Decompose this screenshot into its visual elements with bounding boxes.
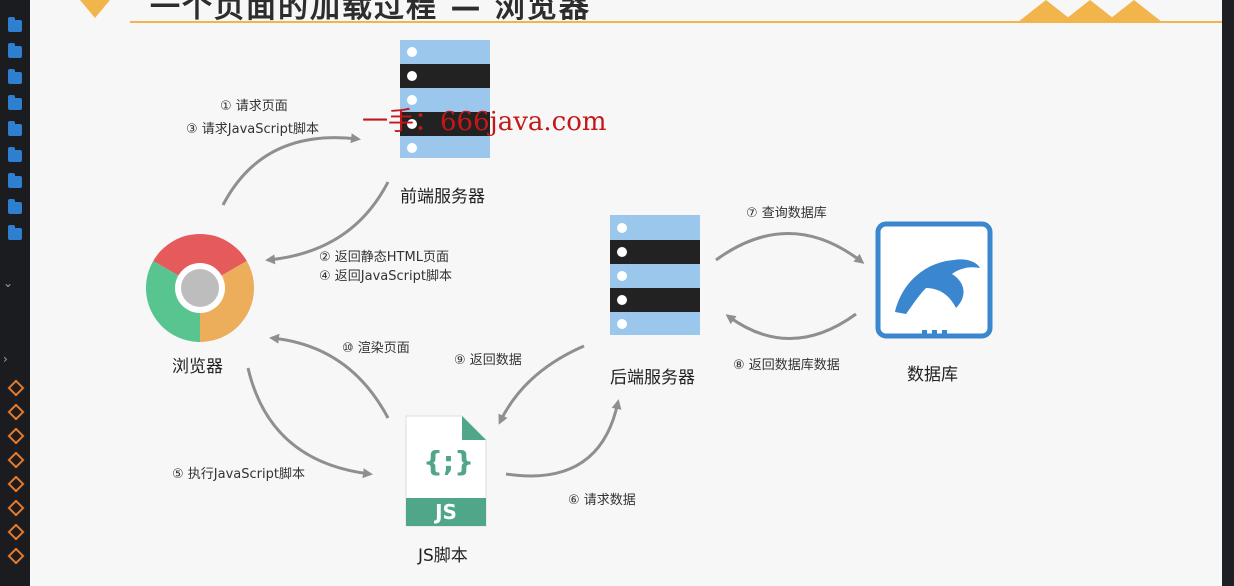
slide-title: 一个页面的加载过程 — 浏览器 — [150, 0, 591, 25]
folder-icon[interactable] — [8, 69, 22, 84]
js-braces-glyph: {;} — [423, 445, 475, 478]
folder-icon[interactable] — [8, 225, 22, 240]
step-2-label: ② 返回静态HTML页面 — [319, 250, 449, 265]
file-icon[interactable] — [7, 451, 25, 469]
slide: 一个页面的加载过程 — 浏览器 — [30, 0, 1222, 586]
diagram-canvas — [145, 40, 993, 527]
step-1-label: ① 请求页面 — [220, 99, 288, 114]
step-9-label: ⑨ 返回数据 — [454, 353, 522, 368]
watermark-text: 一手：666java.com — [362, 107, 607, 137]
title-underline — [130, 21, 1222, 23]
window-edge — [1222, 0, 1234, 586]
database-label: 数据库 — [907, 365, 958, 385]
step-4-label: ④ 返回JavaScript脚本 — [319, 269, 452, 284]
folder-icon[interactable] — [8, 121, 22, 136]
browser-label: 浏览器 — [172, 357, 223, 377]
frontend-server-label: 前端服务器 — [400, 187, 485, 207]
step-10-label: ⑩ 渲染页面 — [342, 341, 410, 356]
folder-icon[interactable] — [8, 147, 22, 162]
file-icon[interactable] — [7, 523, 25, 541]
backend-server-label: 后端服务器 — [610, 368, 695, 388]
step-5-label: ⑤ 执行JavaScript脚本 — [172, 467, 305, 482]
step-3-label: ③ 请求JavaScript脚本 — [186, 122, 319, 137]
chrome-icon — [145, 233, 255, 343]
logo-chevron-icon — [80, 0, 110, 18]
chevron-right-icon[interactable]: › — [3, 352, 8, 366]
frontend-server-icon — [400, 40, 490, 158]
file-icon[interactable] — [7, 403, 25, 421]
file-icon[interactable] — [7, 499, 25, 517]
database-dolphin-icon — [875, 221, 993, 339]
file-icon[interactable] — [7, 427, 25, 445]
file-icon[interactable] — [7, 475, 25, 493]
js-file-icon — [405, 415, 487, 527]
step-6-label: ⑥ 请求数据 — [568, 493, 636, 508]
backend-server-icon — [610, 215, 700, 335]
step-8-label: ⑧ 返回数据库数据 — [733, 358, 840, 373]
file-explorer-sidebar: ⌄ › — [0, 0, 31, 586]
step-7-label: ⑦ 查询数据库 — [746, 206, 827, 221]
folder-icon[interactable] — [8, 173, 22, 188]
js-script-label: JS脚本 — [418, 546, 468, 566]
folder-icon[interactable] — [8, 95, 22, 110]
chevron-down-icon[interactable]: ⌄ — [3, 276, 14, 290]
file-icon[interactable] — [7, 547, 25, 565]
js-badge-text: JS — [435, 500, 457, 524]
folder-icon[interactable] — [8, 43, 22, 58]
file-icon[interactable] — [7, 379, 25, 397]
folder-icon[interactable] — [8, 17, 22, 32]
folder-icon[interactable] — [8, 199, 22, 214]
logo-chevron-icon — [1018, 0, 1162, 22]
flow-arrows — [221, 133, 865, 479]
